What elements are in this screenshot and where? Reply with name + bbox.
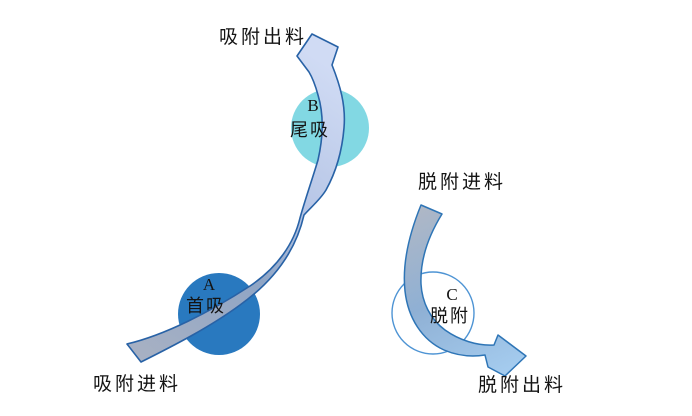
node-a-name: 首吸 — [186, 296, 226, 316]
label-desorption-out: 脱附出料 — [478, 375, 567, 396]
label-adsorption-in: 吸附进料 — [93, 374, 182, 395]
adsorption-flow-arrow — [126, 33, 346, 363]
desorption-flow-arrow — [403, 204, 527, 377]
label-adsorption-out: 吸附出料 — [219, 27, 308, 48]
node-c-name: 脱附 — [430, 306, 470, 326]
node-a-letter: A — [202, 275, 216, 294]
node-b-name: 尾吸 — [290, 120, 330, 140]
node-c-letter: C — [446, 285, 458, 304]
label-desorption-in: 脱附进料 — [418, 172, 507, 193]
node-b-letter: B — [307, 96, 319, 115]
